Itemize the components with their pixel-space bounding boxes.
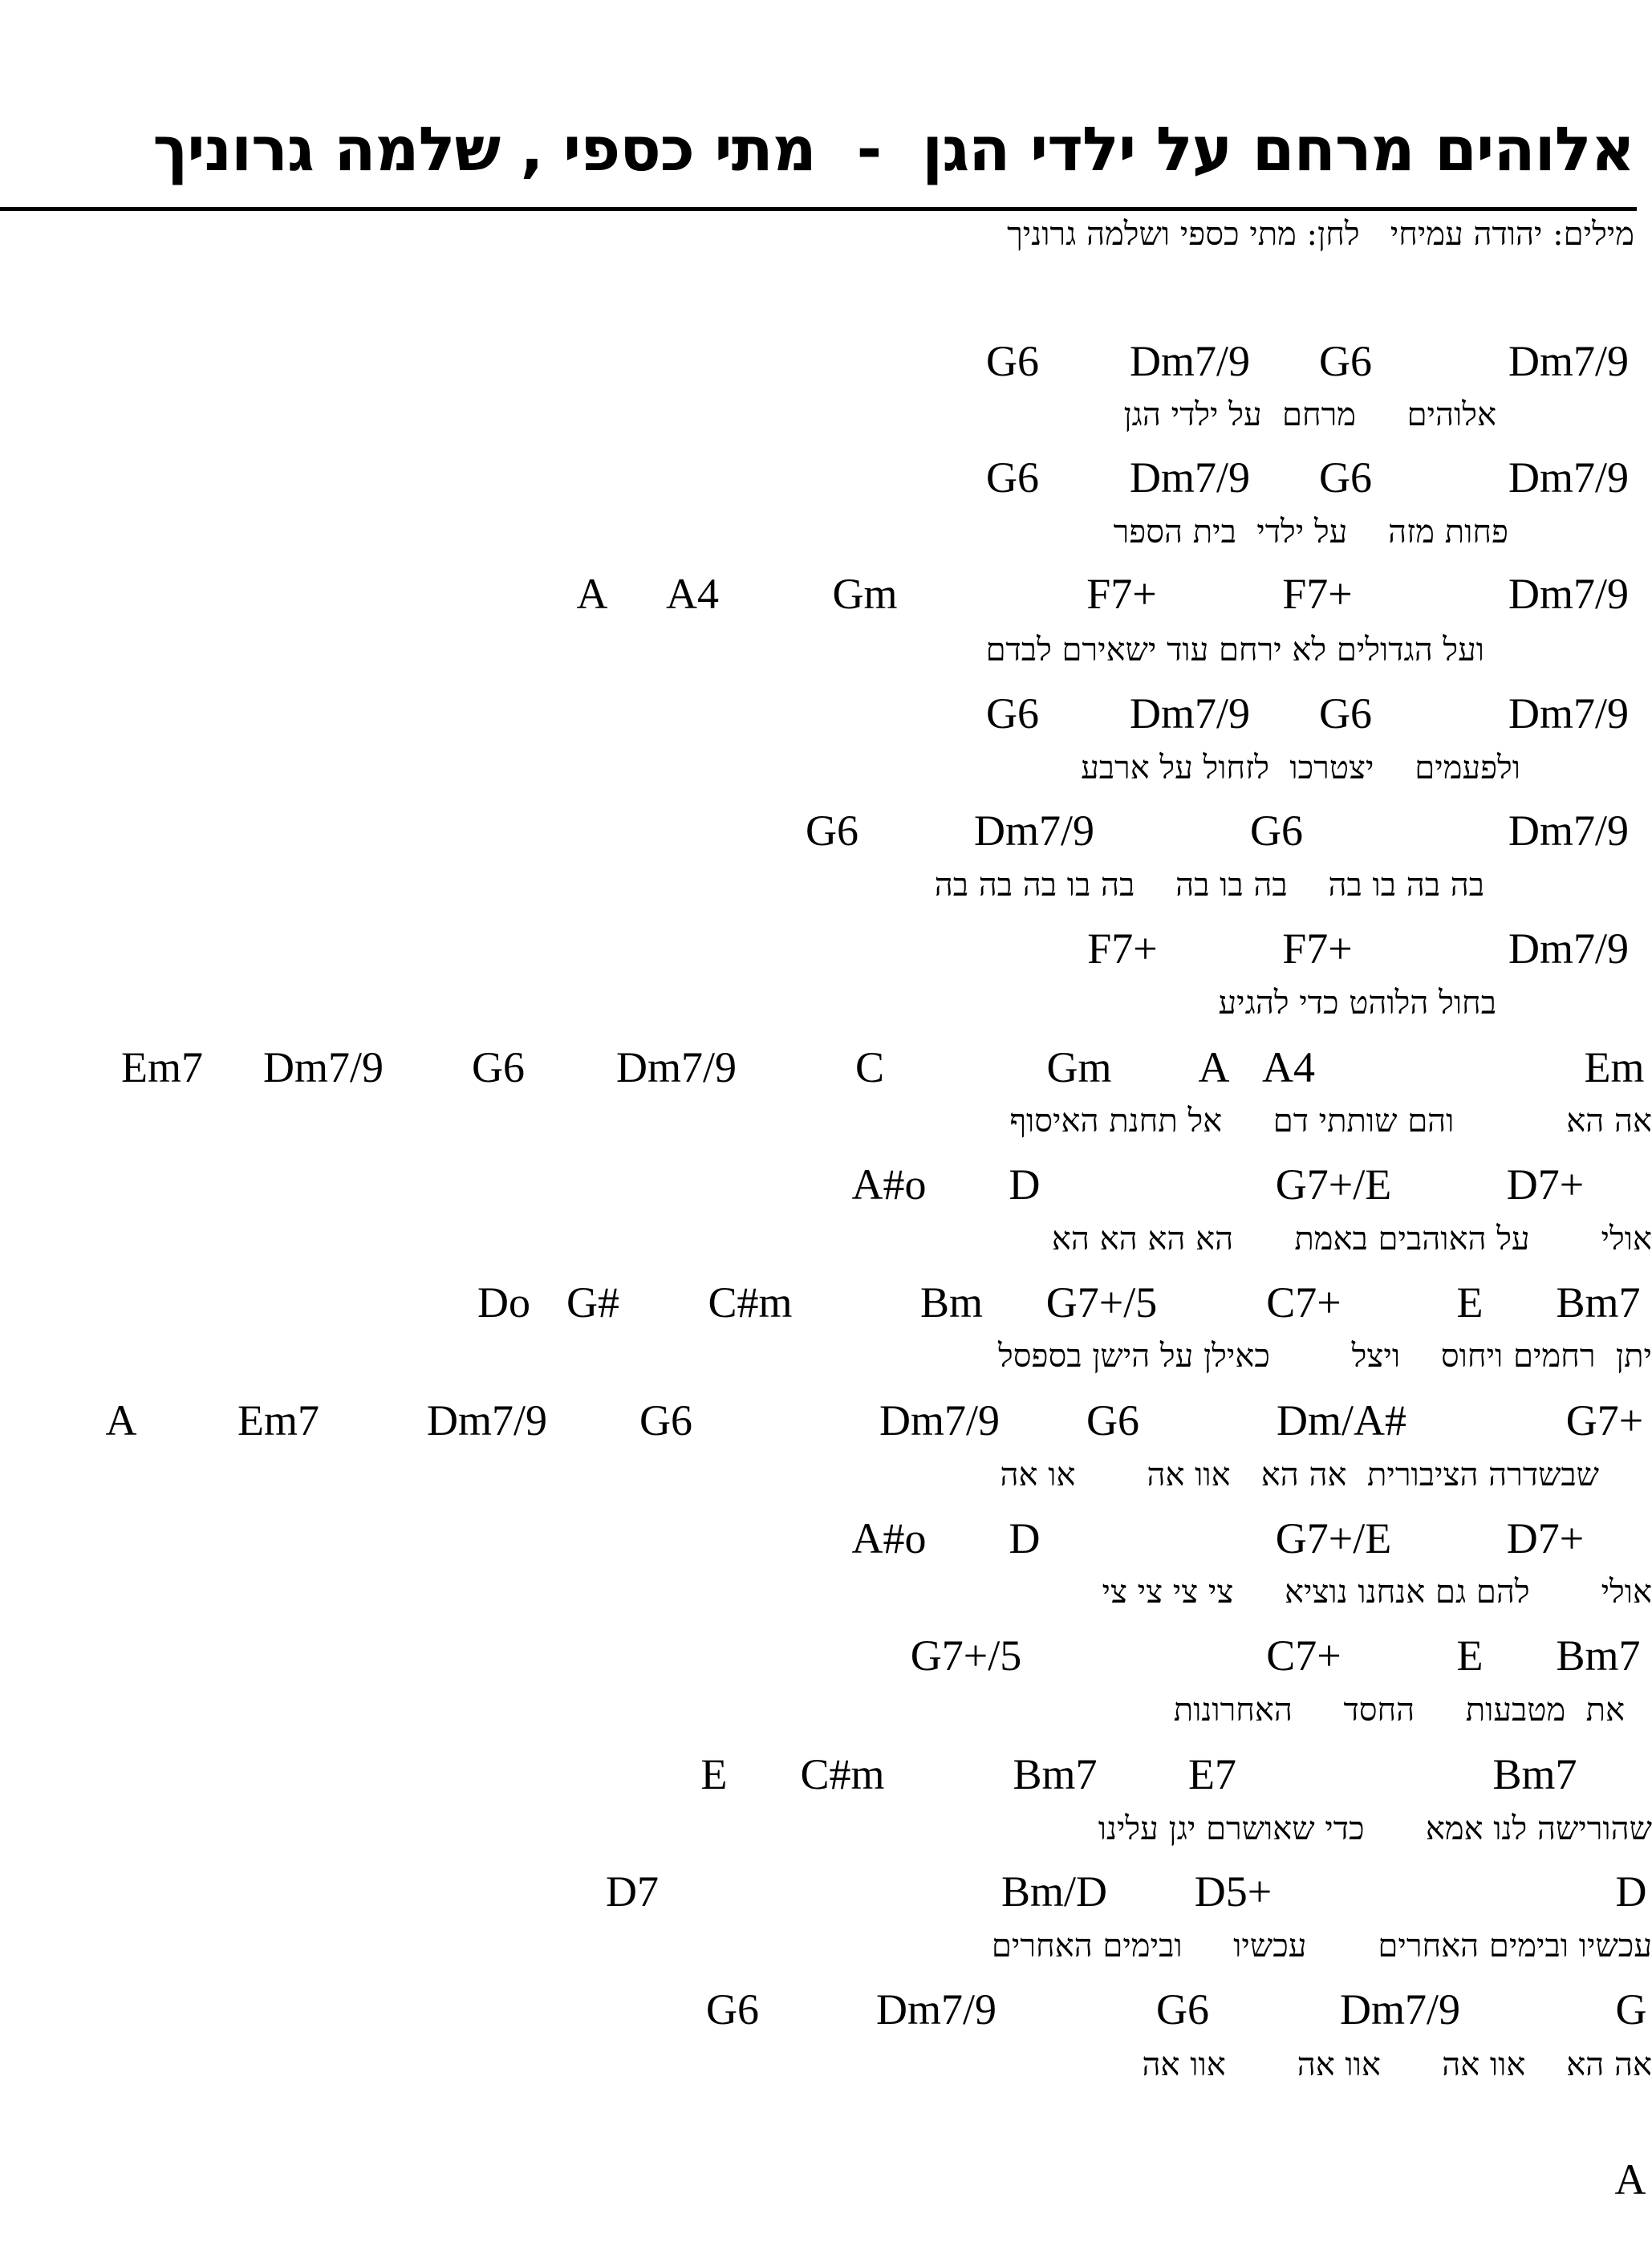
chord-label: G7+/5 (1045, 1278, 1158, 1327)
chord-label: Bm (919, 1278, 984, 1327)
lyric-line: אלוהים מרחם על ילדי הגן (1123, 396, 1496, 433)
lyric-line: בה בה בו בה בה בו בה בה בו בה בה בה (934, 867, 1484, 904)
chord-label: D7+ (1506, 1514, 1585, 1562)
chord-label: Dm7/9 (1129, 689, 1251, 737)
chord-label: G6 (1319, 337, 1372, 385)
chord-label: Dm7/9 (1129, 453, 1251, 502)
chord-label: Dm7/9 (262, 1043, 384, 1091)
lyric-line: פחות מזה על ילדי בית הספר (1113, 514, 1508, 551)
title-underline (0, 207, 1637, 211)
chord-label: Bm7 (1556, 1278, 1641, 1327)
chord-label: F7+ (1087, 924, 1158, 973)
chord-label: Dm7/9 (879, 1396, 1001, 1444)
chord-label: C7+ (1266, 1631, 1341, 1680)
chord-label: G# (566, 1278, 619, 1327)
chord-label: Bm7 (1013, 1750, 1098, 1798)
chord-label: G6 (1319, 689, 1372, 737)
lyric-line: שבשדרה הציבורית אה הא אוו אה או אה (1000, 1457, 1599, 1493)
chord-label: G7+/E (1275, 1160, 1392, 1209)
lyric-line: אולי על האוהבים באמת הא הא הא הא (1051, 1221, 1652, 1258)
chord-label: C#m (708, 1278, 793, 1327)
chord-label: A4 (1262, 1043, 1315, 1091)
chord-label: D (1009, 1160, 1041, 1209)
song-title: אלוהים מרחם על ילדי הגן - מתי כספי , שלמ… (152, 113, 1635, 185)
chord-label: G7+ (1565, 1396, 1644, 1444)
chord-label: C7+ (1266, 1278, 1341, 1327)
lyric-line: את מטבעות החסד האחרונות (1173, 1692, 1625, 1729)
chord-label: Dm7/9 (1508, 689, 1630, 737)
chord-label: Dm7/9 (1508, 924, 1630, 973)
chord-label: E (1456, 1631, 1484, 1680)
song-credits: מילים: יהודה עמיחי לחן: מתי כספי ושלמה ג… (1007, 216, 1634, 253)
chord-label: C (854, 1043, 885, 1091)
chord-label: A (105, 1396, 137, 1444)
chord-label: A#o (851, 1160, 927, 1209)
chord-label: G7+/E (1275, 1514, 1392, 1562)
chord-label: Dm7/9 (973, 807, 1095, 855)
chord-label: G6 (1156, 1985, 1209, 2034)
chord-label: D7 (606, 1867, 659, 1916)
chord-label: A (1614, 2155, 1646, 2204)
chord-label: E (700, 1750, 728, 1798)
chord-label: Dm7/9 (1508, 807, 1630, 855)
chord-label: G6 (706, 1985, 759, 2034)
chord-label: G6 (806, 807, 858, 855)
chord-label: Gm (1046, 1043, 1112, 1091)
chord-label: D (1615, 1867, 1647, 1916)
lyric-line: בחול הלוהט כדי להגיע (1218, 985, 1496, 1022)
chord-label: Dm7/9 (615, 1043, 737, 1091)
chord-label: G6 (1319, 453, 1372, 502)
chord-label: Dm7/9 (1129, 337, 1251, 385)
chord-label: Dm7/9 (1339, 1985, 1461, 2034)
chord-label: Do (477, 1278, 530, 1327)
chord-label: E7 (1188, 1750, 1236, 1798)
lyric-line: אולי להם גם אנחנו נוציא צי צי צי צי (1102, 1574, 1652, 1611)
chord-label: Dm/A# (1277, 1396, 1406, 1444)
chord-label: A4 (666, 570, 719, 618)
chord-label: Dm7/9 (1508, 337, 1630, 385)
chord-label: D7+ (1506, 1160, 1585, 1209)
chord-label: D5+ (1194, 1867, 1272, 1916)
chord-label: F7+ (1086, 570, 1157, 618)
chord-label: F7+ (1282, 924, 1353, 973)
chord-label: Bm7 (1492, 1750, 1577, 1798)
lyric-line: אה הא אוו אה אוו אה אוו אה (1142, 2046, 1652, 2083)
lyric-line: עכשיו ובימים האחרים עכשיו ובימים האחרים (991, 1928, 1652, 1964)
chord-label: C#m (800, 1750, 885, 1798)
chord-label: Em7 (237, 1396, 319, 1444)
chord-label: Em (1584, 1043, 1645, 1091)
chord-label: Bm/D (1001, 1867, 1108, 1916)
chord-label: D (1009, 1514, 1041, 1562)
chord-label: G6 (639, 1396, 692, 1444)
chord-label: Gm (832, 570, 898, 618)
lyric-line: יתן רחמים ויחוס ויצל כאילן על הישן בספסל (998, 1338, 1652, 1375)
lyric-line: אה הא והם שותתי דם אל תחנת האיסוף (1009, 1103, 1652, 1140)
lyric-line: שהורישה לנו אמא כדי שאושרם יגן עלינו (1098, 1810, 1652, 1847)
chord-label: A (576, 570, 608, 618)
chord-label: G6 (986, 453, 1039, 502)
chord-label: G6 (986, 689, 1039, 737)
chord-label: Dm7/9 (1508, 570, 1630, 618)
chord-label: A#o (851, 1514, 927, 1562)
chord-label: G7+/5 (910, 1631, 1022, 1680)
chord-label: F7+ (1282, 570, 1353, 618)
chord-label: G6 (1250, 807, 1303, 855)
lyric-line: ועל הגדולים לא ירחם עוד ישאירם לבדם (985, 632, 1484, 668)
chord-label: Dm7/9 (426, 1396, 548, 1444)
chord-label: E (1456, 1278, 1484, 1327)
chord-label: Dm7/9 (1508, 453, 1630, 502)
chord-label: A (1198, 1043, 1230, 1091)
chord-label: G6 (986, 337, 1039, 385)
chord-label: G (1615, 1985, 1647, 2034)
chord-label: Dm7/9 (875, 1985, 997, 2034)
chord-label: G6 (1086, 1396, 1139, 1444)
chord-label: Bm7 (1556, 1631, 1641, 1680)
chord-label: Em7 (121, 1043, 203, 1091)
chord-label: G6 (472, 1043, 525, 1091)
lyric-line: ולפעמים יצטרכו לזחול על ארבע (1081, 750, 1520, 786)
